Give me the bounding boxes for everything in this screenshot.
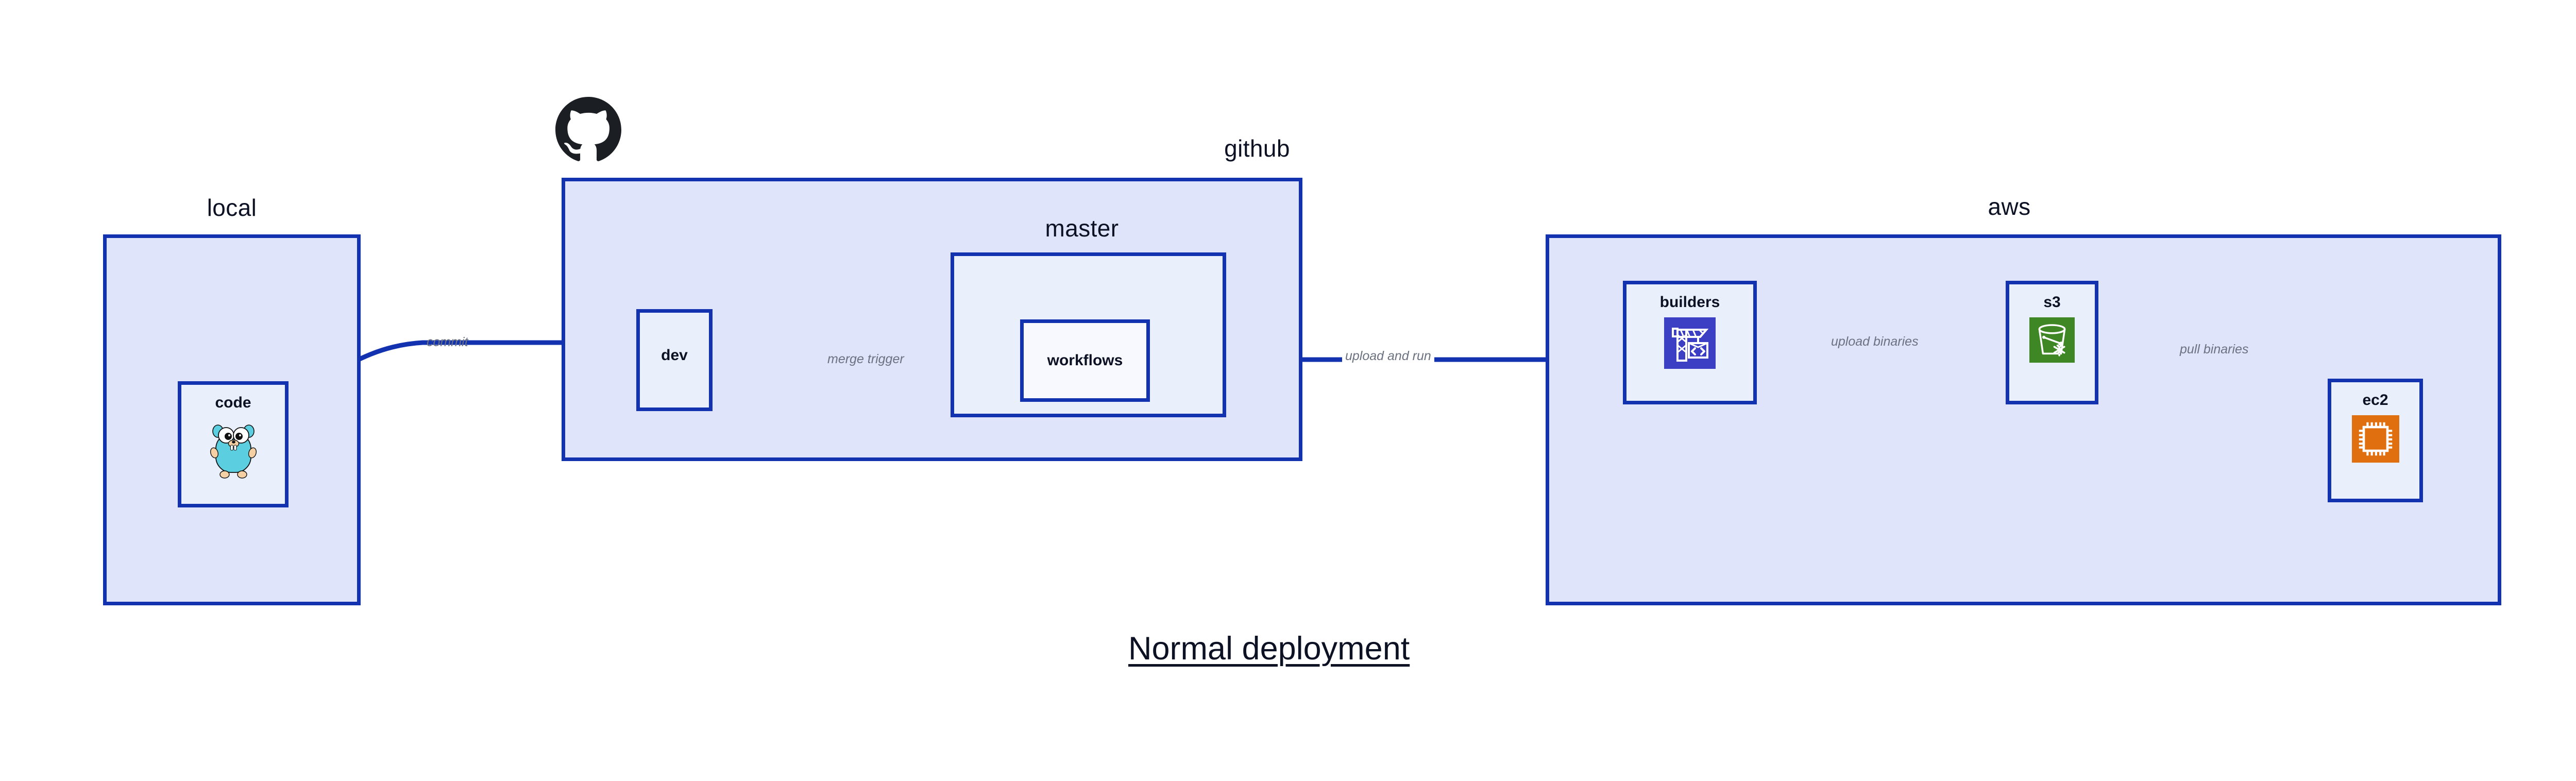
edge-label-commit: commit <box>427 335 468 349</box>
cluster-label-github: github <box>1224 135 1290 162</box>
edge-label-upload-binaries: upload binaries <box>1828 335 1922 348</box>
aws-codebuild-icon <box>1664 317 1716 369</box>
node-label-dev: dev <box>661 347 688 364</box>
node-workflows[interactable]: workflows <box>1020 319 1150 402</box>
node-code[interactable]: code <box>178 381 289 507</box>
node-label-s3: s3 <box>2043 294 2061 311</box>
node-ec2[interactable]: ec2 <box>2328 379 2423 502</box>
cluster-label-local: local <box>207 194 257 221</box>
diagram-title: Normal deployment <box>1128 631 1410 667</box>
edge-label-merge-trigger: merge trigger <box>824 353 907 366</box>
edge-label-pull-binaries: pull binaries <box>2177 343 2252 356</box>
edge-label-upload-and-run: upload and run <box>1342 350 1434 363</box>
node-label-workflows: workflows <box>1047 352 1123 369</box>
node-s3[interactable]: s3 <box>2006 281 2098 404</box>
cluster-label-aws: aws <box>1988 193 2031 220</box>
node-builders[interactable]: builders <box>1623 281 1757 404</box>
go-gopher-icon <box>209 418 258 479</box>
node-label-code: code <box>215 394 251 411</box>
cluster-label-master: master <box>1045 215 1119 242</box>
github-octocat-icon <box>555 97 621 163</box>
aws-s3-glacier-icon <box>2029 317 2075 363</box>
node-label-ec2: ec2 <box>2362 392 2388 409</box>
aws-ec2-icon <box>2351 415 2399 463</box>
node-dev[interactable]: dev <box>636 309 713 411</box>
node-label-builders: builders <box>1659 294 1720 311</box>
